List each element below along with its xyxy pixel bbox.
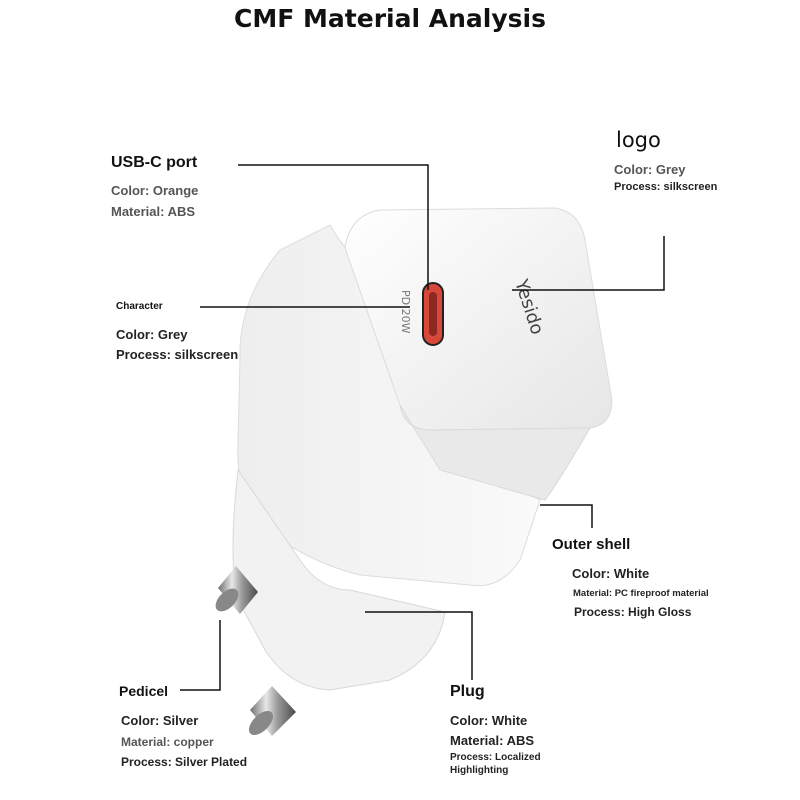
outer-shell-material: Material: PC fireproof material <box>573 588 709 599</box>
pedicel-pin-upper <box>215 566 258 614</box>
outer-shell-leader <box>540 504 593 528</box>
usbc-heading: USB-C port <box>111 154 198 171</box>
pedicel-process: Process: Silver Plated <box>121 755 248 769</box>
outer-shell-heading: Outer shell <box>552 536 631 553</box>
usbc-material: Material: ABS <box>111 204 196 219</box>
port-text: PD 20W <box>399 290 412 334</box>
plug-process: Process: Localized <box>450 752 541 763</box>
pedicel-pin-lower <box>248 686 296 736</box>
logo-color: Color: Grey <box>614 162 686 177</box>
pedicel-color: Color: Silver <box>121 713 199 728</box>
character-process: Process: silkscreen <box>116 347 239 362</box>
pedicel-heading: Pedicel <box>119 683 169 699</box>
plug-base <box>232 468 446 691</box>
plug-process-cont: Highlighting <box>450 765 509 776</box>
character-heading: Character <box>116 301 163 312</box>
logo-process: Process: silkscreen <box>614 181 718 193</box>
pedicel-leader <box>180 620 221 691</box>
under-face <box>399 404 591 501</box>
plug-material: Material: ABS <box>450 733 535 748</box>
usbc-leader <box>238 164 429 290</box>
plug-heading: Plug <box>450 683 485 700</box>
logo-heading: logo <box>616 128 661 152</box>
page-title: CMF Material Analysis <box>234 4 546 33</box>
character-color: Color: Grey <box>116 327 188 342</box>
plug-color: Color: White <box>450 713 528 728</box>
plug-leader <box>365 611 473 680</box>
pedicel-material: Material: copper <box>121 735 214 749</box>
logo-leader <box>512 236 665 291</box>
outer-shell-color: Color: White <box>572 566 650 581</box>
outer-shell-process: Process: High Gloss <box>574 605 692 619</box>
usbc-color: Color: Orange <box>111 183 199 198</box>
